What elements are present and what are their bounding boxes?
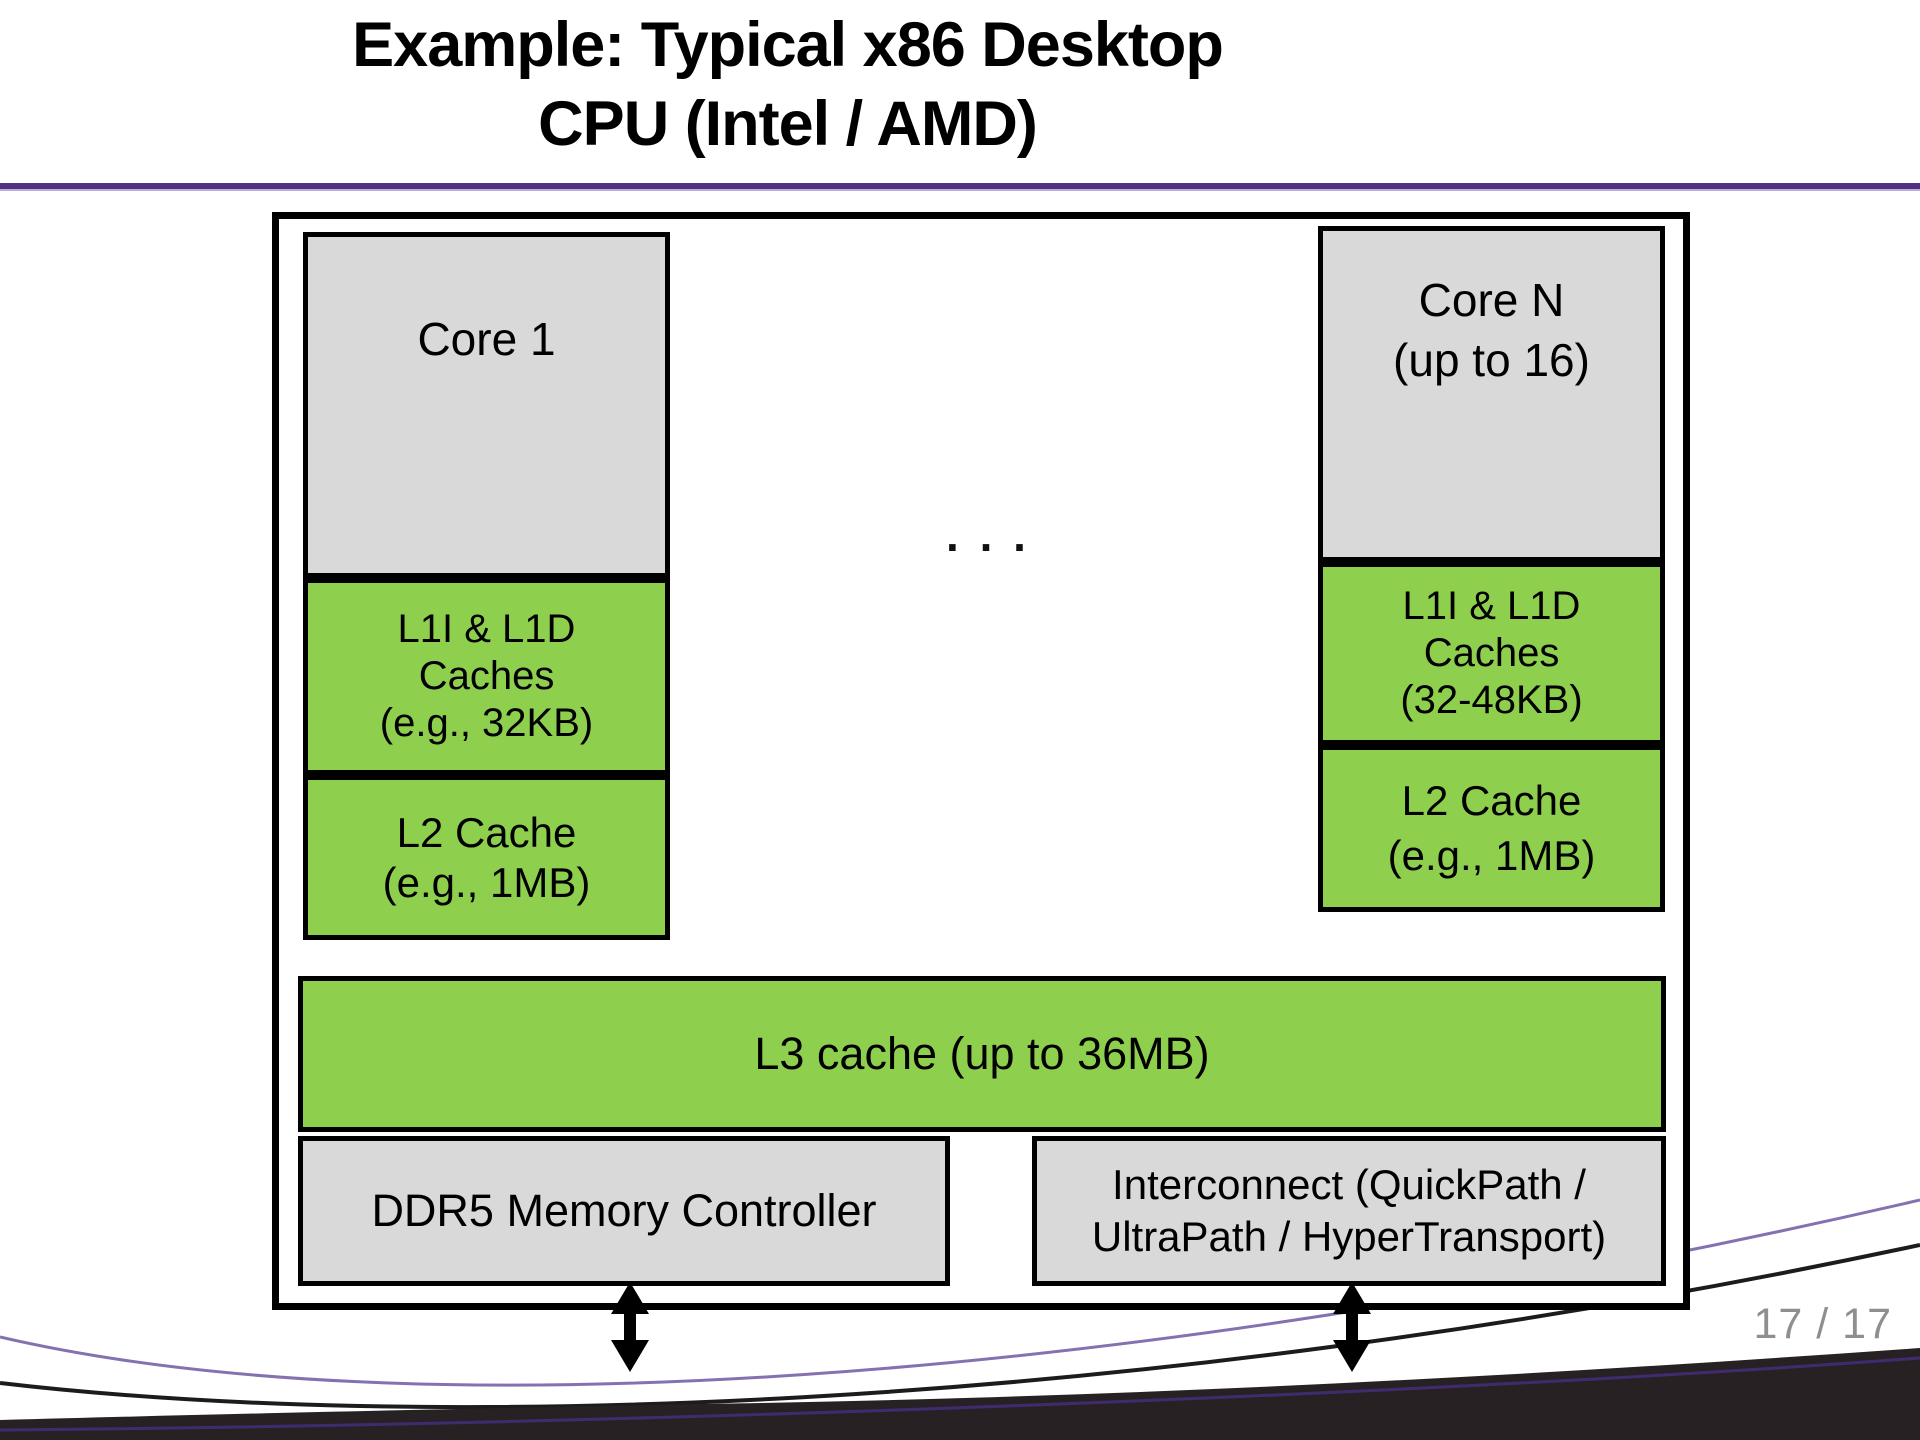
l2-cache-right-box: L2 Cache (e.g., 1MB) xyxy=(1318,745,1665,912)
page-number: 17 / 17 xyxy=(1753,1300,1892,1348)
slide-title-line1: Example: Typical x86 Desktop xyxy=(352,10,1224,80)
ddr5-double-arrow-icon xyxy=(611,1282,649,1372)
swoosh-black-curve xyxy=(0,1243,1920,1410)
l1-cache-left-box: L1I & L1D Caches (e.g., 32KB) xyxy=(303,578,670,775)
l2-cache-left-box: L2 Cache (e.g., 1MB) xyxy=(303,775,670,940)
swoosh-black-wave xyxy=(0,1348,1920,1440)
slide-title: Example: Typical x86 Desktop CPU (Intel … xyxy=(0,6,1575,165)
slide-title-line2: CPU (Intel / AMD) xyxy=(538,89,1038,160)
core1-box: Core 1 xyxy=(303,232,670,578)
title-divider-line xyxy=(0,183,1920,191)
cores-ellipsis: . . . xyxy=(946,509,1030,561)
interconnect-double-arrow-icon xyxy=(1333,1282,1371,1372)
l1-cache-right-box: L1I & L1D Caches (32-48KB) xyxy=(1318,562,1665,745)
l3-cache-box: L3 cache (up to 36MB) xyxy=(298,976,1666,1132)
core-n-box: Core N (up to 16) xyxy=(1318,226,1665,562)
ddr5-memory-controller-box: DDR5 Memory Controller xyxy=(298,1136,950,1286)
interconnect-box: Interconnect (QuickPath / UltraPath / Hy… xyxy=(1032,1136,1666,1286)
swoosh-inner-purple-line xyxy=(0,1356,1920,1432)
